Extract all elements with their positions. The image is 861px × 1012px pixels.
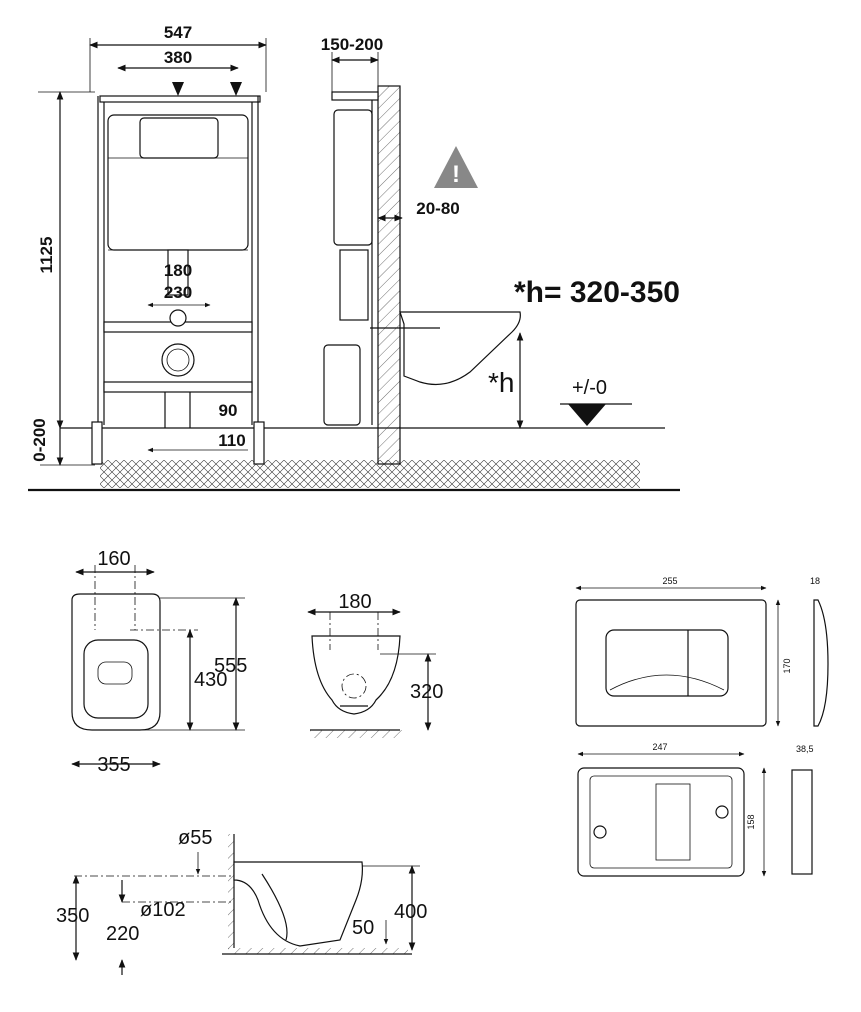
bowl-top-view: 160 430 555 355 xyxy=(71,548,247,776)
dim-width-total: 547 xyxy=(164,23,192,42)
bowl-front-view: 180 320 xyxy=(307,591,443,738)
dim-front-hole-spacing: 180 xyxy=(338,591,371,613)
flush-valve-opening xyxy=(139,117,219,159)
h-label: *h xyxy=(488,367,514,398)
dim-bowl-width: 355 xyxy=(97,754,130,776)
plate-buttons xyxy=(605,629,729,697)
dim-back-depth: 38,5 xyxy=(796,744,814,754)
dim-drain-dia: ø102 xyxy=(140,899,186,921)
dim-plate-height: 170 xyxy=(782,658,792,673)
dim-floor-90: 90 xyxy=(219,401,238,420)
dim-50: 50 xyxy=(352,917,374,939)
flush-plate-views: 255 170 18 247 158 38,5 xyxy=(575,576,829,877)
plate-back-frame xyxy=(577,767,745,877)
bowl-side-view: ø55 ø102 350 220 400 50 xyxy=(56,827,427,975)
ground-hatch xyxy=(100,460,640,488)
warning-icon xyxy=(434,146,478,188)
dim-plate-width: 255 xyxy=(662,576,677,586)
bowl-seat xyxy=(83,639,149,719)
plate-front xyxy=(575,599,767,727)
dim-wall-gap: 20-80 xyxy=(416,199,459,218)
wall-section xyxy=(377,85,401,465)
side-bowl xyxy=(399,311,521,385)
bowl-side-outline xyxy=(233,861,363,947)
side-drain-bend xyxy=(323,344,361,426)
side-cistern xyxy=(333,109,373,246)
dim-400: 400 xyxy=(394,901,427,923)
svg-text:!: ! xyxy=(452,161,460,188)
plate-profile xyxy=(813,599,829,727)
dim-back-width: 247 xyxy=(652,742,667,752)
h-formula: *h= 320-350 xyxy=(514,276,680,309)
dim-350: 350 xyxy=(56,905,89,927)
dim-front-height: 320 xyxy=(410,681,443,703)
right-leg xyxy=(253,421,265,465)
left-leg xyxy=(91,421,103,465)
load-arrow-left xyxy=(172,82,184,96)
dim-height: 1125 xyxy=(37,237,56,274)
dim-220: 220 xyxy=(106,923,139,945)
dim-plate-depth: 18 xyxy=(810,576,820,586)
level-marker-icon xyxy=(568,404,606,426)
dim-depth-inner: 430 xyxy=(194,669,227,691)
frame-front-view: 547 380 1125 0-200 180 230 90 110 xyxy=(28,23,680,492)
dim-hole-spacing: 160 xyxy=(97,548,130,570)
dim-depth-total: 555 xyxy=(214,655,247,677)
bowl-front-outline xyxy=(311,635,401,715)
frame-side-view: 150-200 20-80 ! *h= 320-350 *h +/-0 xyxy=(321,35,680,465)
drain-pipe xyxy=(167,249,189,296)
dim-leg-adjust: 0-200 xyxy=(30,418,49,461)
dim-outlet-dia: ø55 xyxy=(178,827,212,849)
level-label: +/-0 xyxy=(572,377,607,399)
plate-back-profile xyxy=(791,769,813,875)
load-arrow-right xyxy=(230,82,242,96)
dim-side-depth: 150-200 xyxy=(321,35,383,54)
dim-drain-230: 230 xyxy=(164,283,192,302)
dim-back-height: 158 xyxy=(746,814,756,829)
dim-floor-110: 110 xyxy=(218,431,245,450)
dim-width-inner: 380 xyxy=(164,48,192,67)
dim-drain-180: 180 xyxy=(164,261,192,280)
